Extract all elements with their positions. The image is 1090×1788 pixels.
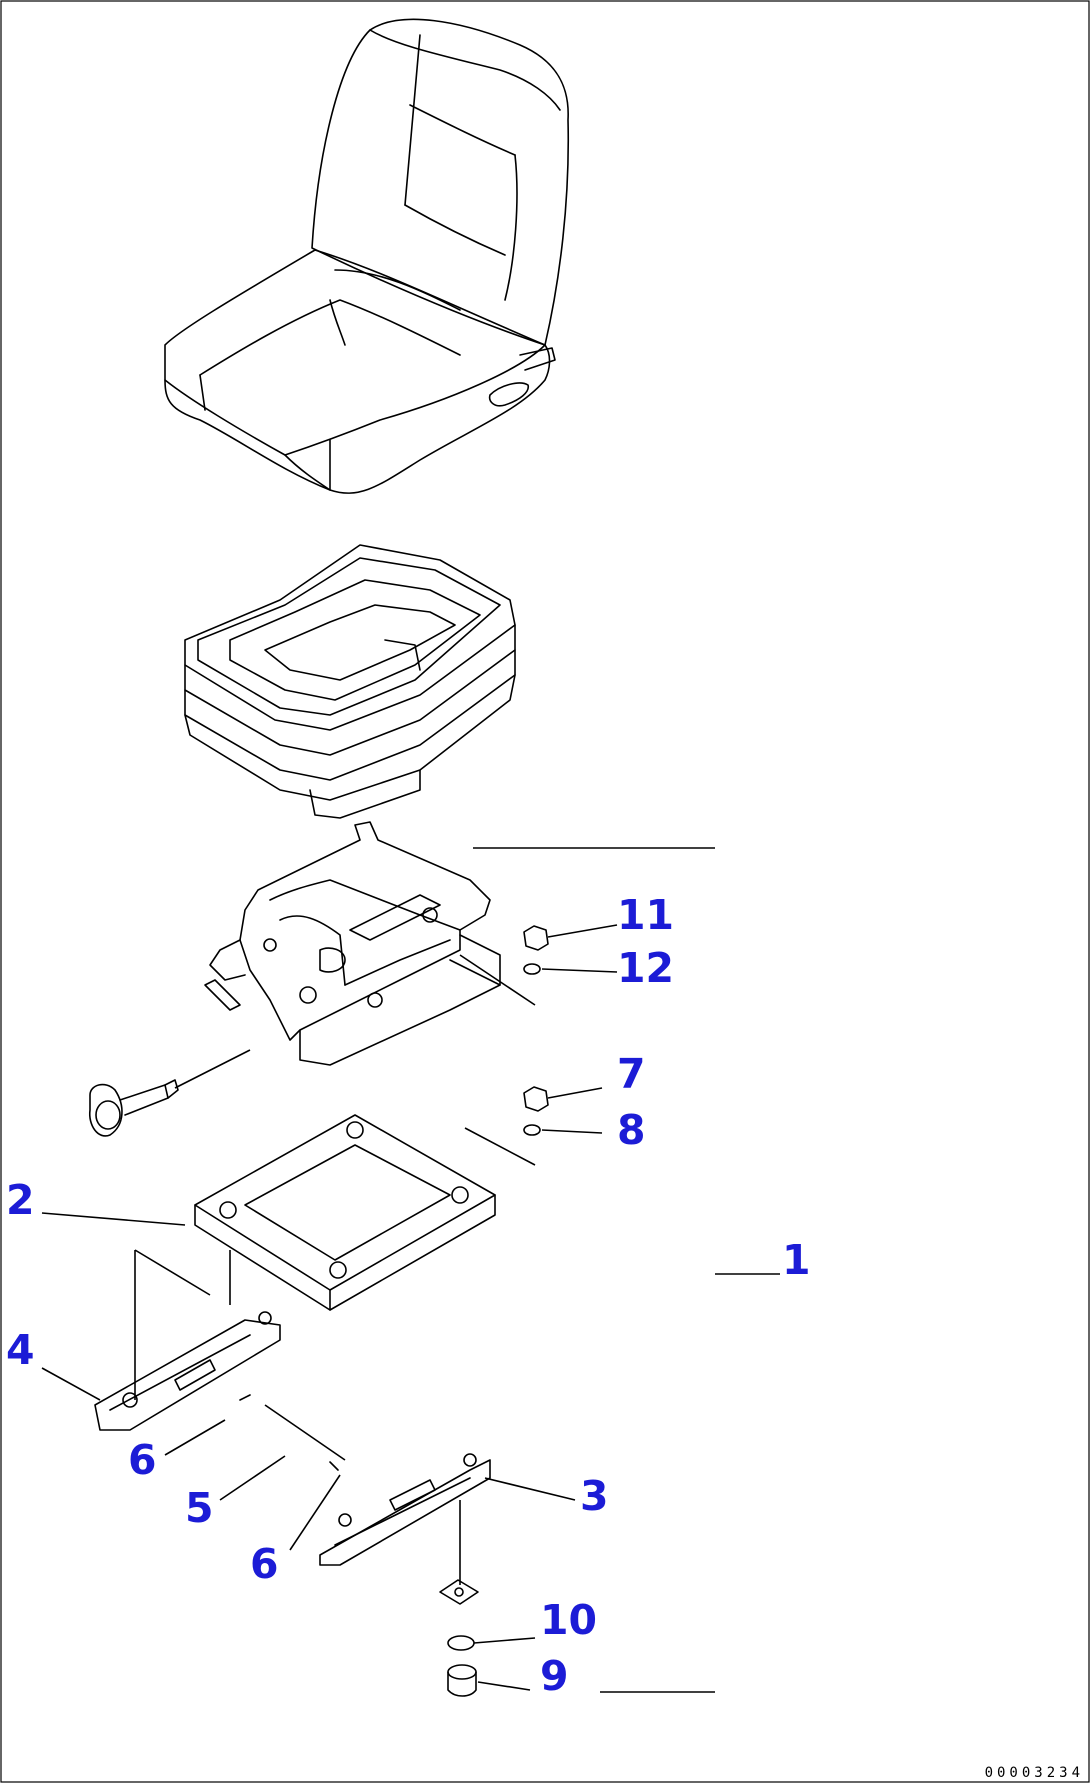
callout-10: 10 — [540, 1596, 598, 1644]
callout-3: 3 — [580, 1472, 609, 1520]
hardware-nuts-washers — [523, 925, 549, 1136]
callout-2: 2 — [6, 1176, 35, 1224]
bellows — [184, 544, 516, 819]
callout-1: 1 — [782, 1236, 811, 1284]
callout-4: 4 — [6, 1326, 35, 1374]
callout-12: 12 — [617, 944, 675, 992]
callout-6b: 6 — [250, 1540, 279, 1588]
base-plate — [194, 1114, 536, 1311]
slide-rail-left — [94, 1249, 281, 1431]
document-code: 00003234 — [984, 1765, 1084, 1781]
callout-7: 7 — [617, 1050, 646, 1098]
spring-pins — [164, 1394, 346, 1551]
seat-assembly — [164, 18, 570, 494]
leader-lines — [41, 847, 780, 1693]
slide-rail-right — [319, 1453, 491, 1697]
callout-11: 11 — [617, 891, 675, 939]
callout-8: 8 — [617, 1106, 646, 1154]
callout-6a: 6 — [128, 1436, 157, 1484]
callout-9: 9 — [540, 1652, 569, 1700]
callout-5: 5 — [185, 1484, 214, 1532]
suspension-unit — [88, 821, 536, 1137]
